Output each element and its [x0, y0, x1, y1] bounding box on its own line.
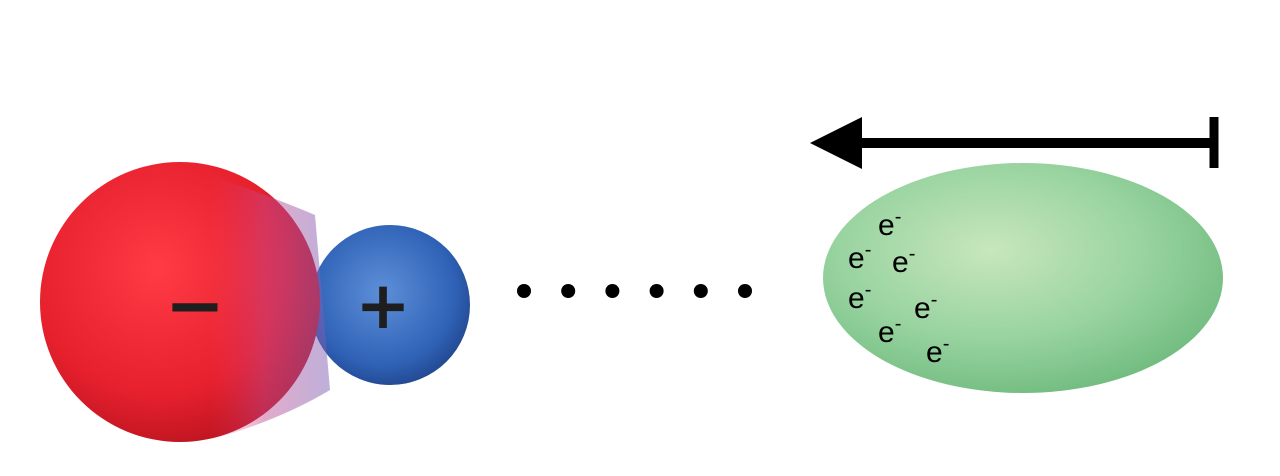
electron-label: e-: [914, 289, 937, 325]
interaction-dot: [517, 284, 531, 298]
electron-group: e-e-e-e-e-e-e-: [848, 206, 949, 369]
electron-label: e-: [926, 333, 949, 369]
electron-label: e-: [878, 206, 901, 242]
polar-molecule: − +: [40, 162, 470, 442]
interaction-dots: [517, 284, 752, 298]
positive-charge-label: +: [355, 267, 410, 344]
electron-label: e-: [878, 313, 901, 349]
interaction-dot: [561, 284, 576, 298]
interaction-dot: [738, 284, 752, 298]
direction-arrow: [810, 117, 1219, 169]
arrowhead-left-icon: [810, 117, 862, 169]
electron-label: e-: [848, 239, 871, 275]
induced-electron-cloud: e-e-e-e-e-e-e-: [823, 163, 1223, 393]
interaction-dot: [605, 284, 620, 298]
positive-lobe: [310, 225, 470, 385]
interaction-dot: [693, 284, 708, 298]
electron-cloud: [823, 163, 1223, 393]
negative-charge-label: −: [165, 263, 225, 347]
electron-label: e-: [892, 243, 915, 279]
lobe-junction-shading: [210, 175, 330, 440]
electron-label: e-: [848, 279, 871, 315]
interaction-dot: [649, 284, 664, 298]
